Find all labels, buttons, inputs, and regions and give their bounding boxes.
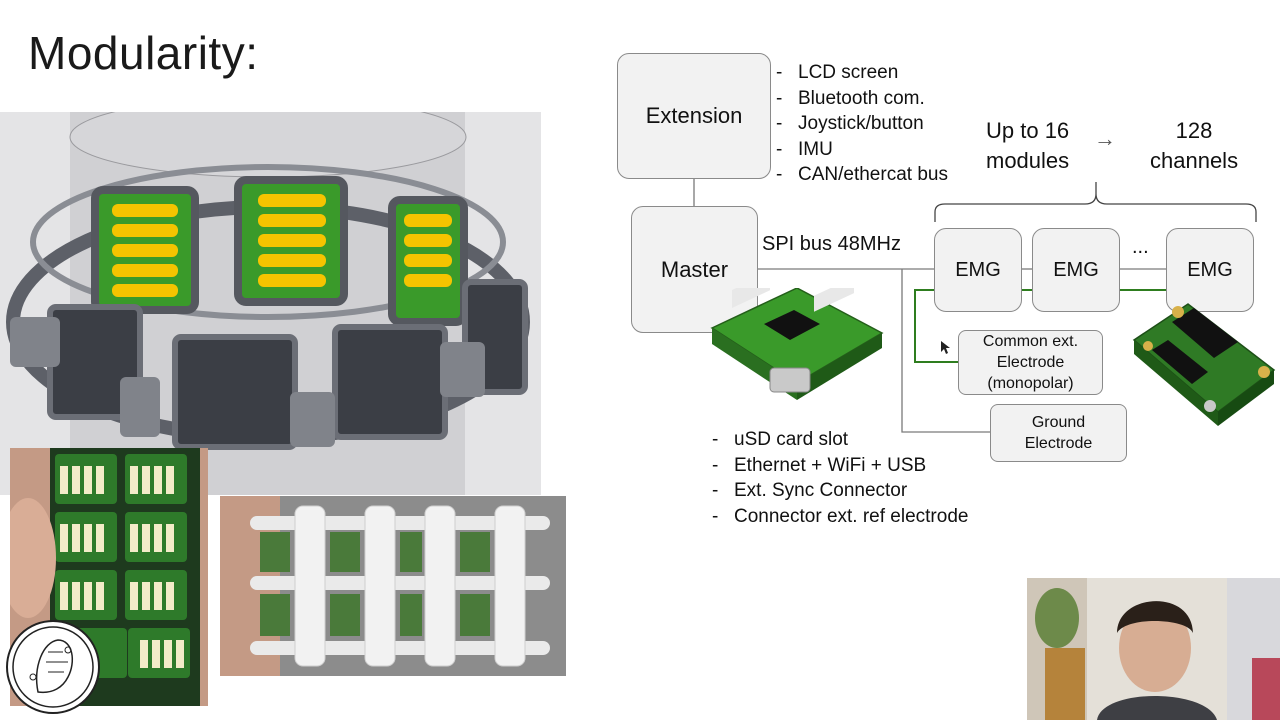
common-electrode-box: Common ext. Electrode (monopolar) — [958, 330, 1103, 395]
webcam-drawing — [1027, 578, 1280, 720]
lab-logo — [6, 620, 100, 714]
armband-render-drawing — [0, 112, 541, 495]
ellipsis: ... — [1132, 236, 1149, 258]
list-item: -Bluetooth com. — [776, 87, 925, 109]
flexible-band-photo — [220, 496, 566, 676]
list-item: -Ext. Sync Connector — [712, 480, 908, 501]
master-box: Master — [631, 206, 758, 333]
common-electrode-line — [914, 289, 958, 363]
list-item: -Joystick/button — [776, 113, 924, 134]
modules-brace — [934, 182, 1257, 222]
extension-feature-list: -LCD screen -Bluetooth com. -Joystick/bu… — [776, 60, 948, 188]
emg-module-1: EMG — [934, 228, 1022, 312]
emg-module-3: EMG — [1166, 228, 1254, 312]
extension-box: Extension — [617, 53, 771, 179]
modules-count-text: Up to 16 modules — [986, 118, 1070, 173]
master-label: Master — [660, 256, 729, 282]
spi-bus-label: SPI bus 48MHz — [762, 233, 901, 255]
lab-logo-drawing — [12, 626, 94, 708]
list-item: -CAN/ethercat bus — [776, 164, 948, 185]
arrow-right-icon: → — [1094, 126, 1116, 151]
emg-board-image — [1132, 303, 1276, 426]
flexible-band-drawing — [220, 496, 566, 676]
list-item: -LCD screen — [776, 62, 899, 83]
list-item: -uSD card slot — [712, 429, 849, 450]
ground-electrode-box: Ground Electrode — [990, 404, 1127, 462]
mouse-cursor-icon — [941, 341, 950, 354]
master-feature-list: -uSD card slot -Ethernet + WiFi + USB -E… — [712, 427, 968, 529]
emg-module-2: EMG — [1032, 228, 1120, 312]
armband-render-image — [0, 112, 541, 495]
presenter-webcam — [1027, 578, 1280, 720]
ground-electrode-line — [901, 269, 990, 433]
master-board-image — [710, 288, 884, 400]
list-item: -IMU — [776, 138, 833, 160]
channels-count-text: 128 channels — [1150, 118, 1239, 173]
extension-label: Extension — [645, 103, 743, 128]
slide-title: Modularity: — [28, 27, 259, 79]
list-item: -Ethernet + WiFi + USB — [712, 454, 927, 476]
list-item: -Connector ext. ref electrode — [712, 505, 969, 527]
